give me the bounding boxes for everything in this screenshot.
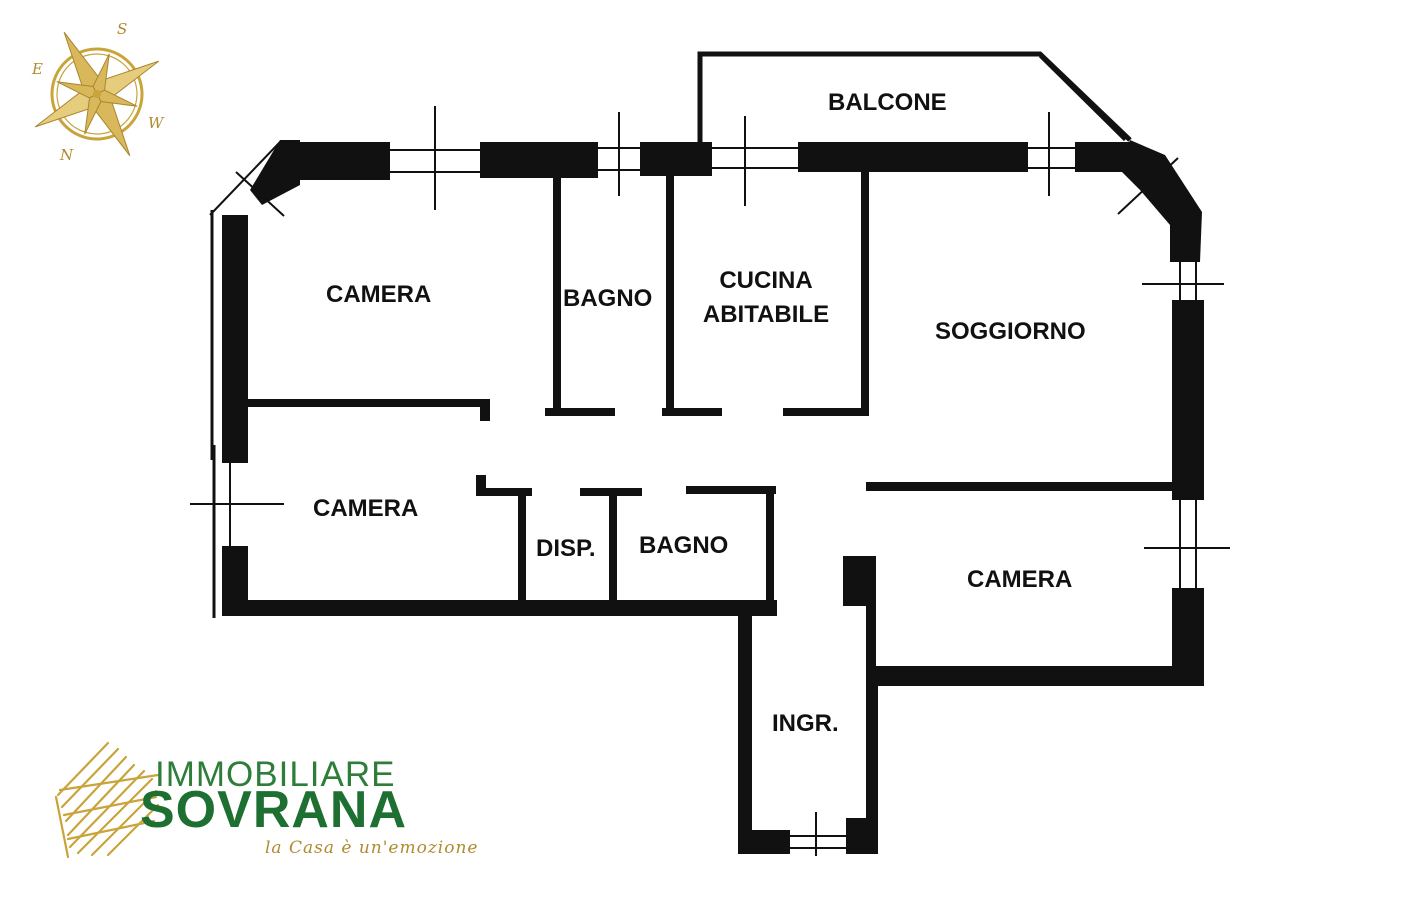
room-label-cucina-line2: ABITABILE [702,300,830,328]
room-label-camera-right: CAMERA [967,566,1073,593]
brand-name-line2: SOVRANA [140,781,408,839]
room-label-camera-top-left: CAMERA [326,281,432,308]
compass-rose-icon [34,31,160,157]
compass-letter-w: W [148,114,164,132]
room-label-balcone: BALCONE [828,89,947,116]
room-label-camera-mid-left: CAMERA [313,495,419,522]
room-label-ingresso: INGR. [772,710,839,737]
room-label-cucina: CUCINA ABITABILE [698,264,834,331]
brand-name-line1: IMMOBILIARE [155,755,396,794]
house-sketch-logo-icon [54,741,160,859]
room-label-disp: DISP. [536,535,596,562]
compass-letter-e: E [32,60,43,78]
room-label-bagno-bottom: BAGNO [639,532,729,559]
compass-letter-s: S [117,20,128,38]
compass-letter-n: N [60,146,74,164]
room-label-cucina-line1: CUCINA [719,267,813,294]
room-label-bagno-top: BAGNO [563,285,653,312]
room-label-soggiorno: SOGGIORNO [935,318,1086,345]
brand-tagline: la Casa è un'emozione [265,838,479,858]
